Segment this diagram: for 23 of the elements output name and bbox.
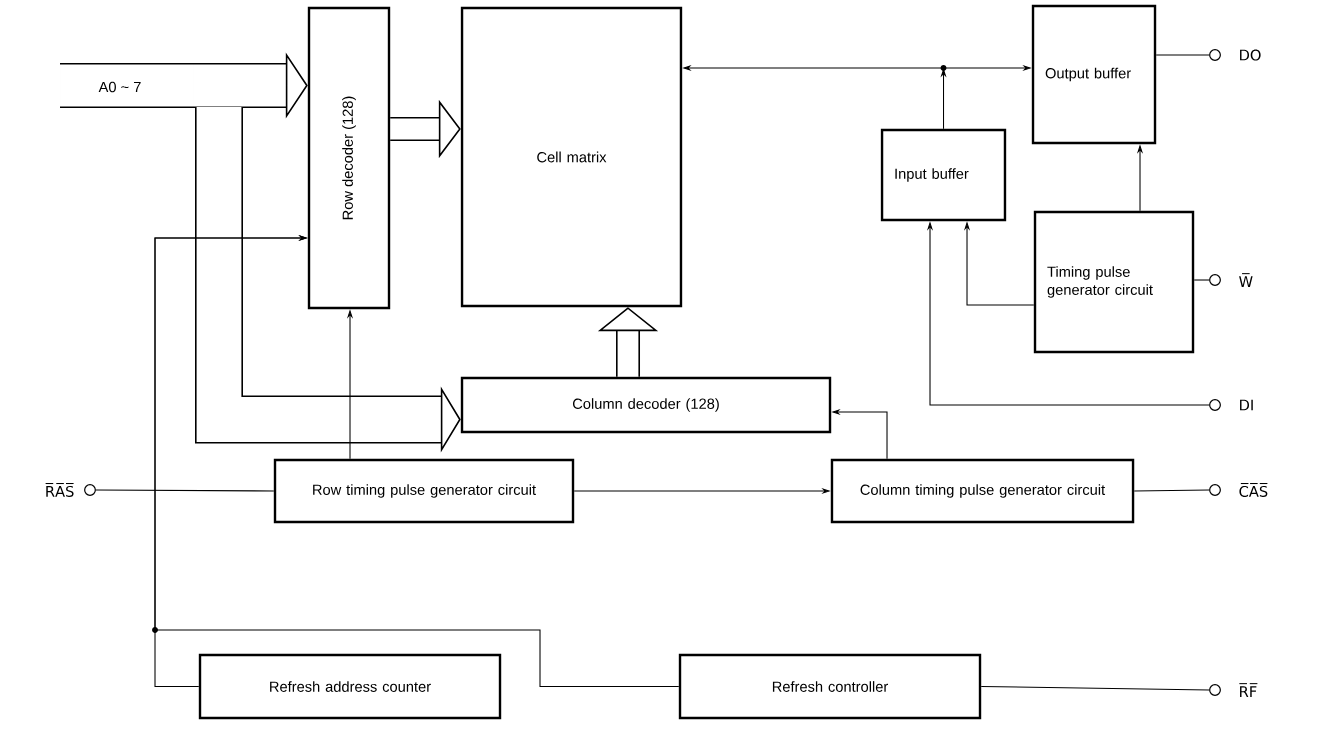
- block-box: Row decoder (128): [307, 6, 391, 310]
- block-box: Output buffer: [1031, 4, 1157, 145]
- pin-label: R̅A̅S̅: [45, 483, 74, 497]
- connector-line: [95, 489, 275, 492]
- pin-label: W̅: [1239, 273, 1253, 287]
- connector-line: [1155, 54, 1210, 56]
- pin-label: DO: [1240, 49, 1261, 61]
- block-box: Timing pulse generator circuit: [1033, 210, 1195, 354]
- block-box: Column decoder (128): [460, 376, 832, 434]
- connector-line: [1133, 489, 1210, 492]
- block-box: Input buffer: [880, 128, 1007, 222]
- connector-line: [980, 685, 1210, 691]
- connector-line: [1193, 279, 1210, 281]
- block-box: Refresh controller: [678, 653, 982, 720]
- block-box: Refresh address counter: [198, 653, 502, 720]
- bus-label: A0 ~ 7: [98, 81, 141, 93]
- pin-label: C̅A̅S̅: [1239, 483, 1268, 497]
- block-box: Row timing pulse generator circuit: [273, 458, 575, 524]
- pin-label: R̅F̅: [1239, 683, 1258, 697]
- connector-line: [154, 234, 680, 688]
- pin-label: DI: [1240, 399, 1253, 411]
- block-box: Column timing pulse generator circuit: [830, 458, 1135, 524]
- block-box: Cell matrix: [460, 6, 683, 308]
